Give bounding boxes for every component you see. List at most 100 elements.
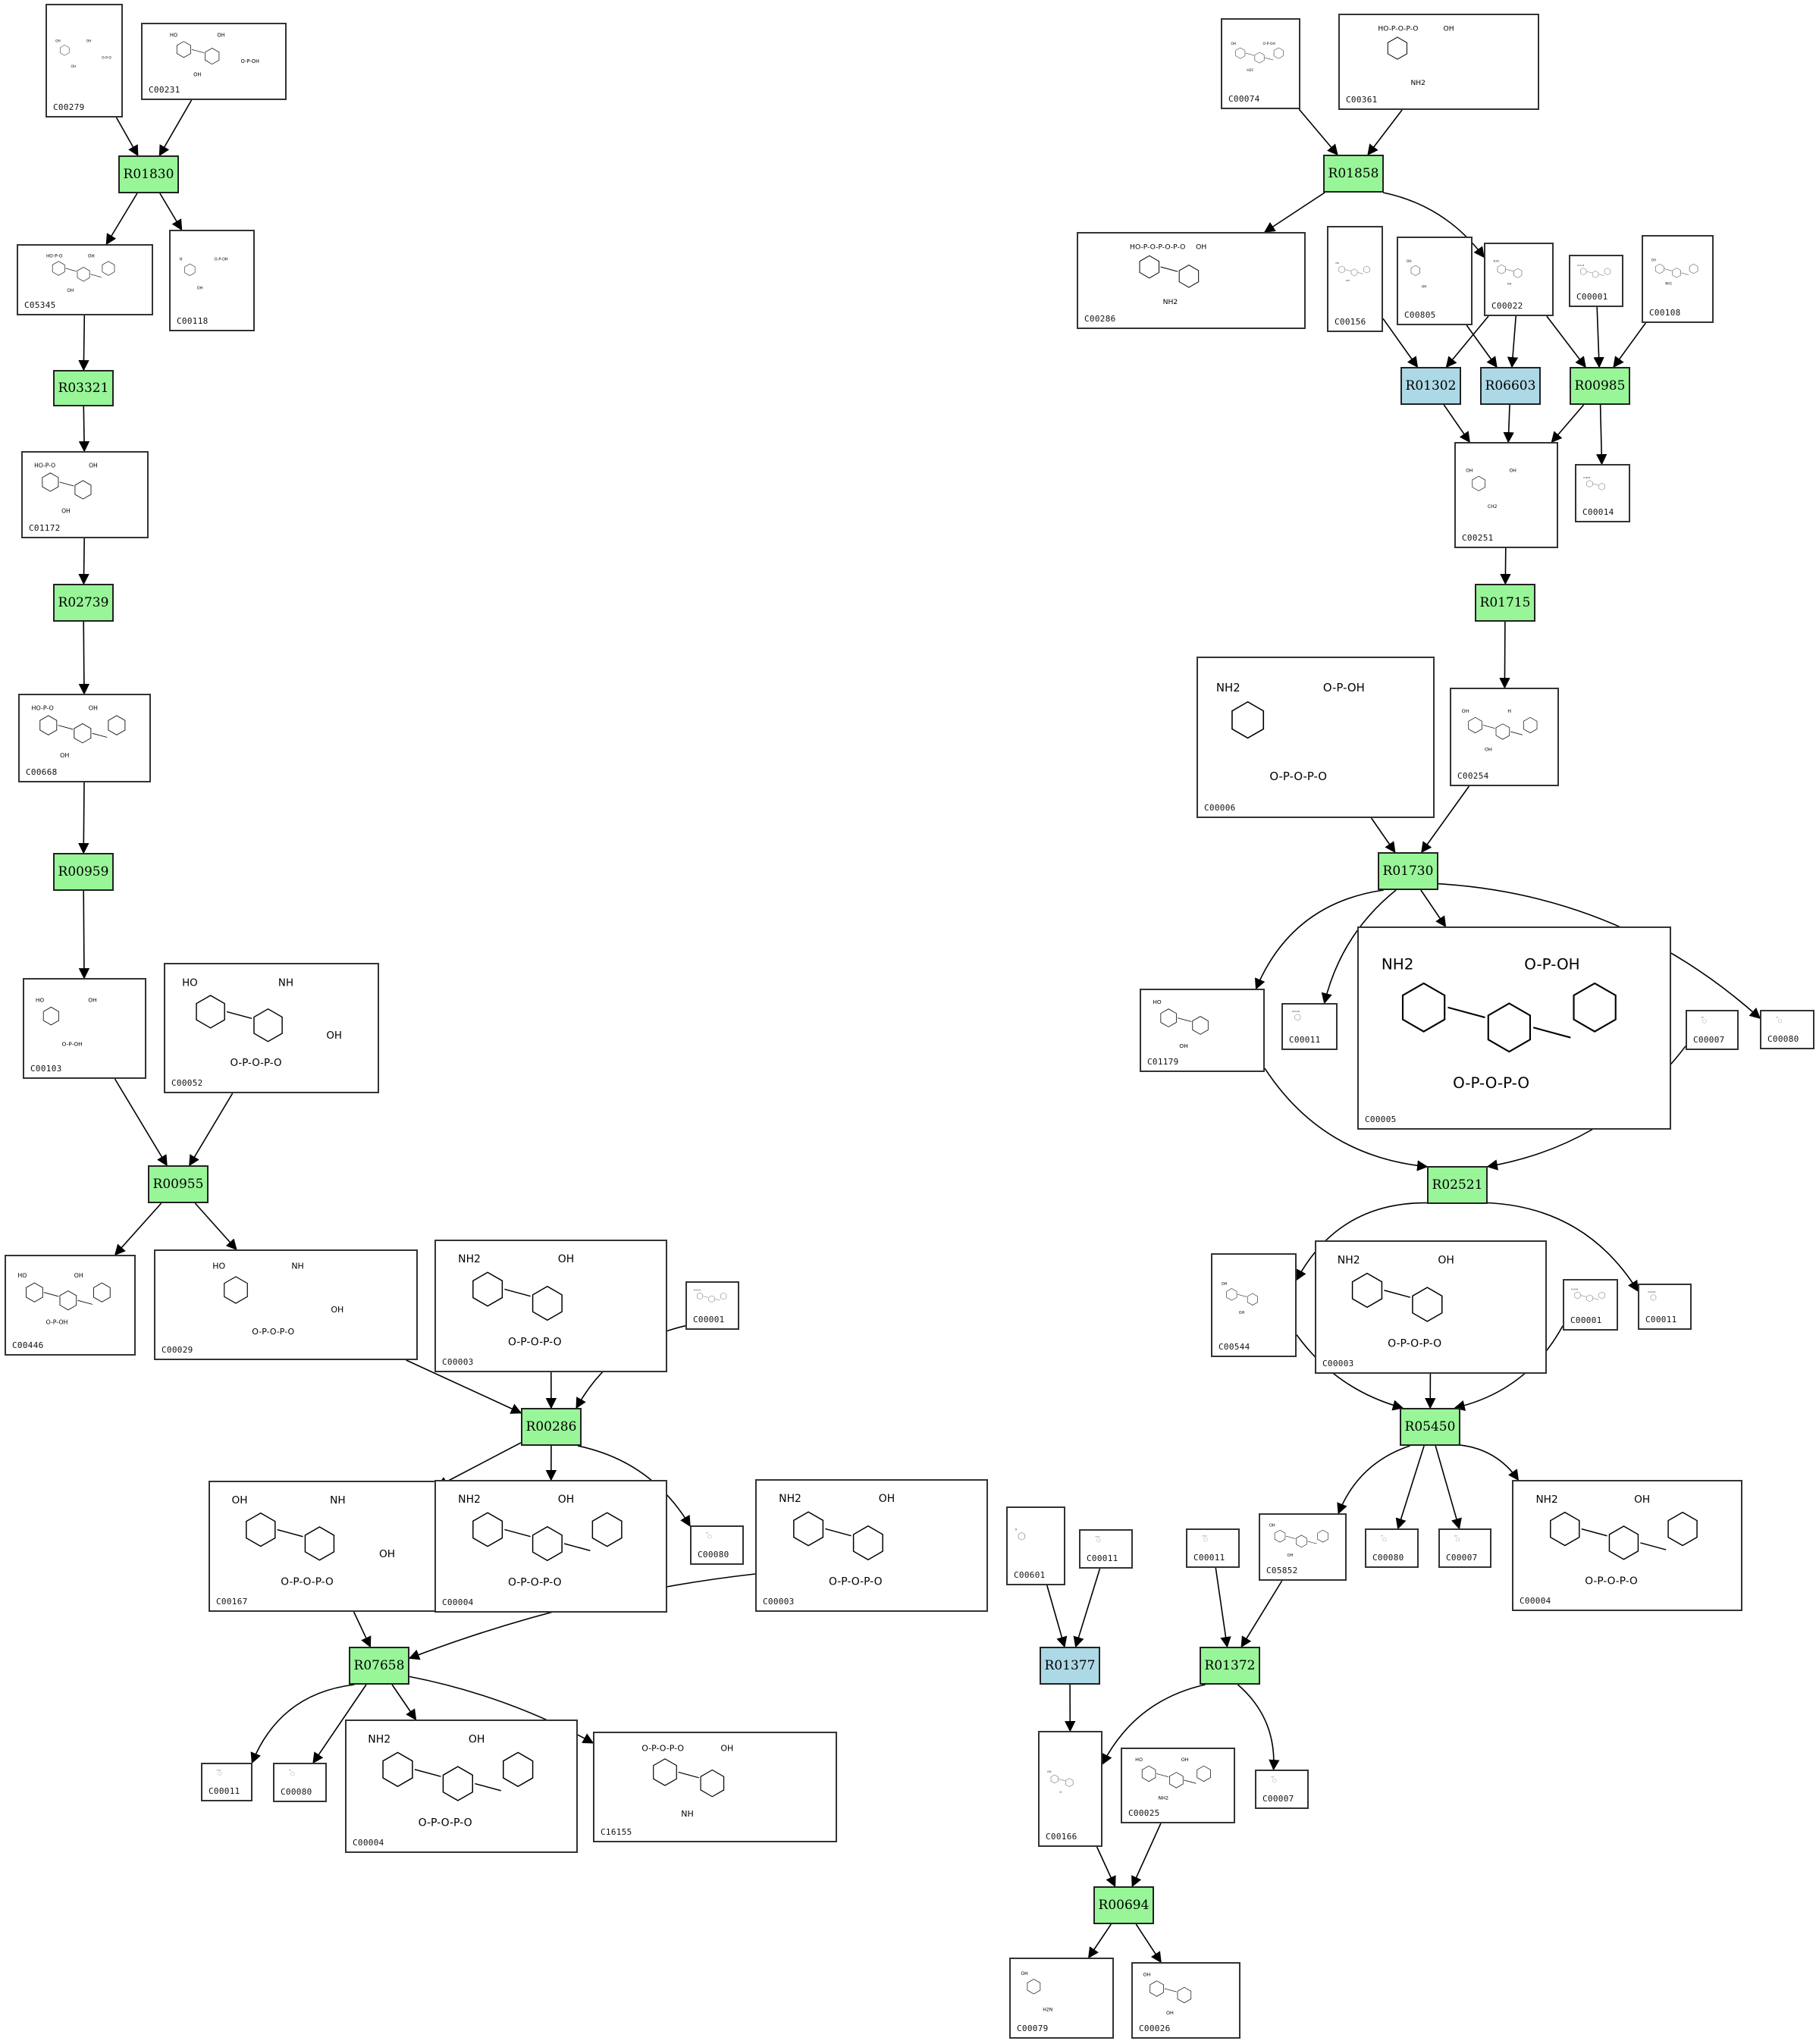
svg-text:O: O bbox=[1059, 1791, 1062, 1794]
svg-text:OH: OH bbox=[1422, 284, 1426, 288]
edge-c00074-to-r01858 bbox=[1298, 108, 1338, 156]
reaction-r00985[interactable]: R00985 bbox=[1570, 367, 1630, 405]
compound-id-label: C00004 bbox=[1520, 1596, 1551, 1606]
svg-text:O=C=O: O=C=O bbox=[1292, 1010, 1300, 1013]
svg-text:O=C=O: O=C=O bbox=[1648, 1290, 1656, 1293]
compound-c00080[interactable]: H+C00080 bbox=[1365, 1528, 1419, 1568]
svg-text:H-N-H: H-N-H bbox=[1583, 476, 1589, 479]
reaction-r02521[interactable]: R02521 bbox=[1427, 1166, 1488, 1204]
edge-c01172-to-r02739 bbox=[78, 538, 89, 585]
svg-text:OH: OH bbox=[326, 1030, 342, 1042]
reaction-r07658[interactable]: R07658 bbox=[349, 1647, 409, 1685]
reaction-r01830[interactable]: R01830 bbox=[118, 155, 179, 193]
reaction-r01715[interactable]: R01715 bbox=[1475, 584, 1535, 622]
reaction-r02739[interactable]: R02739 bbox=[53, 584, 114, 622]
reaction-r01372[interactable]: R01372 bbox=[1200, 1647, 1260, 1685]
compound-c00080[interactable]: H+C00080 bbox=[273, 1763, 327, 1802]
svg-text:O-P-O-P-O: O-P-O-P-O bbox=[1269, 770, 1327, 783]
edge-r05450-to-c00007b bbox=[1435, 1445, 1462, 1530]
svg-text:NH2: NH2 bbox=[1382, 955, 1414, 973]
reaction-r01858[interactable]: R01858 bbox=[1323, 155, 1384, 193]
reaction-r06603[interactable]: R06603 bbox=[1480, 367, 1541, 405]
compound-id-label: C00080 bbox=[698, 1550, 729, 1560]
reaction-r00959[interactable]: R00959 bbox=[53, 853, 114, 891]
reaction-r00694[interactable]: R00694 bbox=[1093, 1886, 1154, 1924]
svg-text:H: H bbox=[180, 258, 183, 262]
reaction-r03321[interactable]: R03321 bbox=[53, 370, 114, 406]
svg-text:OH: OH bbox=[74, 1272, 83, 1279]
compound-id-label: C00001 bbox=[1570, 1315, 1602, 1325]
reaction-r05450[interactable]: R05450 bbox=[1400, 1408, 1460, 1446]
edge-r02521-to-c00544 bbox=[1296, 1202, 1428, 1281]
reaction-r00286[interactable]: R00286 bbox=[521, 1408, 582, 1446]
svg-text:OH: OH bbox=[879, 1493, 895, 1505]
reaction-r01730[interactable]: R01730 bbox=[1378, 852, 1438, 890]
compound-id-label: C00004 bbox=[353, 1838, 384, 1848]
compound-id-label: C00166 bbox=[1046, 1832, 1077, 1842]
compound-id-label: C00011 bbox=[1087, 1553, 1118, 1563]
svg-text:H2C: H2C bbox=[1247, 68, 1253, 73]
structure-image: O=C=O bbox=[1644, 1290, 1686, 1309]
compound-c00080[interactable]: H+C00080 bbox=[1760, 1010, 1814, 1049]
reaction-r01377[interactable]: R01377 bbox=[1040, 1647, 1100, 1685]
reaction-r01302[interactable]: R01302 bbox=[1400, 367, 1461, 405]
svg-text:OH: OH bbox=[1288, 1553, 1294, 1558]
edge-r02739-to-c00668 bbox=[78, 621, 90, 695]
compound-c00080[interactable]: H+C00080 bbox=[690, 1525, 744, 1565]
reaction-r00955[interactable]: R00955 bbox=[148, 1165, 209, 1203]
